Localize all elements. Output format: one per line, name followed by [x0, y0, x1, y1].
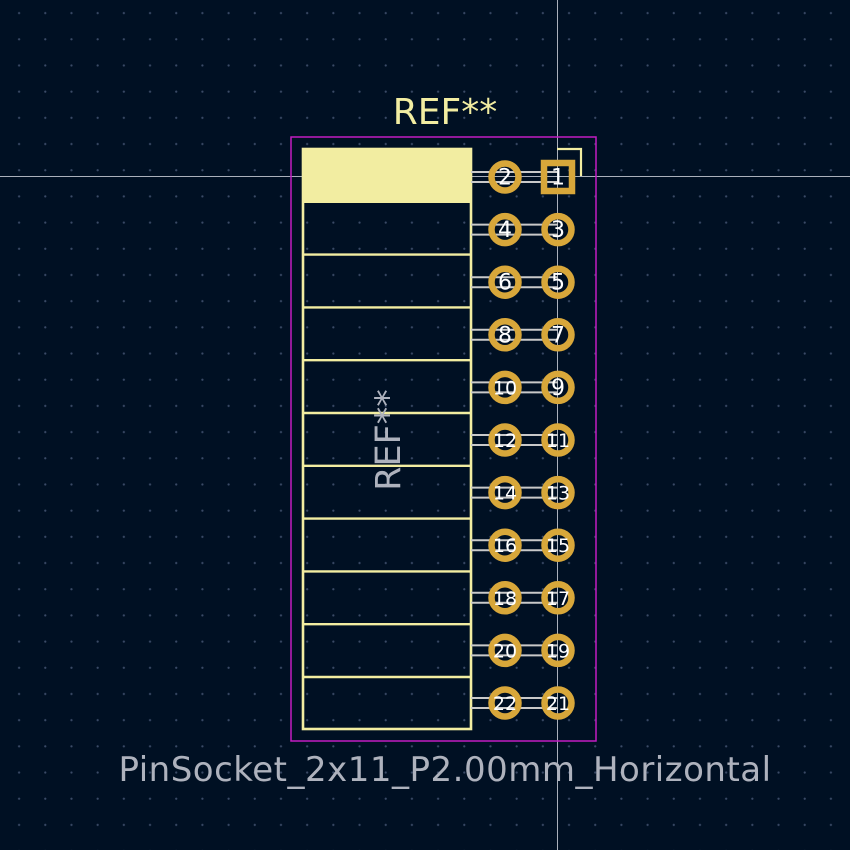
- pad-ring: [488, 370, 522, 405]
- pad-ring: [541, 475, 575, 510]
- pad-ring: [541, 528, 575, 562]
- pad-ring: [488, 423, 522, 457]
- pad-number: 18: [493, 588, 517, 610]
- pad-ring: [541, 423, 575, 457]
- pad-6[interactable]: 6: [488, 265, 522, 299]
- pad-number: 6: [498, 271, 512, 296]
- pad-ring: [488, 686, 522, 720]
- pad-number: 13: [546, 483, 570, 505]
- pad-number: 20: [493, 640, 517, 662]
- pad-11[interactable]: 11: [541, 423, 575, 457]
- pad-number: 17: [546, 588, 570, 610]
- pad-12[interactable]: 12: [488, 423, 522, 457]
- pad-ring: [488, 212, 522, 247]
- pad-16[interactable]: 16: [488, 528, 522, 562]
- pad-ring: [488, 160, 522, 194]
- pad-ring: [541, 686, 575, 720]
- pad-ring: [541, 318, 575, 352]
- pad-22[interactable]: 22: [488, 686, 522, 720]
- pad-number: 12: [493, 430, 517, 452]
- pad-number: 2: [498, 166, 512, 191]
- pad-number: 7: [551, 323, 565, 348]
- pad-17[interactable]: 17: [541, 581, 575, 615]
- pad-2[interactable]: 2: [488, 160, 522, 194]
- pad-number: 22: [493, 693, 517, 715]
- pad-14[interactable]: 14: [488, 475, 522, 510]
- pad-number: 8: [498, 323, 512, 348]
- pad-18[interactable]: 18: [488, 581, 522, 615]
- pad-9[interactable]: 9: [541, 370, 575, 405]
- pad-number: 9: [551, 376, 565, 401]
- pad-ring: [541, 370, 575, 405]
- pad-number: 16: [493, 535, 517, 557]
- pad-5[interactable]: 5: [541, 265, 575, 299]
- socket-pin1-cell: [303, 149, 471, 203]
- pad-number: 14: [493, 483, 517, 505]
- pad-ring: [541, 633, 575, 668]
- reference-designator-body[interactable]: REF**: [369, 389, 409, 491]
- pad-number: 1: [551, 166, 565, 191]
- reference-designator-top[interactable]: REF**: [393, 92, 497, 133]
- pad-ring: [541, 212, 575, 247]
- pad-number: 10: [493, 377, 517, 399]
- pad-number: 4: [498, 218, 512, 243]
- footprint-name-label[interactable]: PinSocket_2x11_P2.00mm_Horizontal: [118, 750, 771, 790]
- pad-ring: [488, 633, 522, 668]
- pad-square: [540, 159, 576, 195]
- pin1-marker: [557, 147, 583, 176]
- pad-number: 19: [546, 640, 570, 662]
- pad-ring: [541, 265, 575, 299]
- pad-number: 3: [551, 218, 565, 243]
- pad-7[interactable]: 7: [541, 318, 575, 352]
- pad-19[interactable]: 19: [541, 633, 575, 668]
- pad-21[interactable]: 21: [541, 686, 575, 720]
- pad-8[interactable]: 8: [488, 318, 522, 352]
- pad-number: 21: [546, 693, 570, 715]
- courtyard-outline: [290, 136, 597, 742]
- pad-4[interactable]: 4: [488, 212, 522, 247]
- pad-13[interactable]: 13: [541, 475, 575, 510]
- pad-15[interactable]: 15: [541, 528, 575, 562]
- pad-1[interactable]: 1: [540, 159, 576, 195]
- pad-ring: [488, 318, 522, 352]
- pad-ring: [488, 581, 522, 615]
- pad-ring: [488, 475, 522, 510]
- pad-3[interactable]: 3: [541, 212, 575, 247]
- pad-20[interactable]: 20: [488, 633, 522, 668]
- socket-cell-dividers: [303, 200, 471, 679]
- pad-10[interactable]: 10: [488, 370, 522, 405]
- pad-ring: [488, 528, 522, 562]
- pad-number: 11: [546, 430, 570, 452]
- pad-number: 15: [546, 535, 570, 557]
- pad-ring: [488, 265, 522, 299]
- pad-number: 5: [551, 271, 565, 296]
- pad-ring: [541, 581, 575, 615]
